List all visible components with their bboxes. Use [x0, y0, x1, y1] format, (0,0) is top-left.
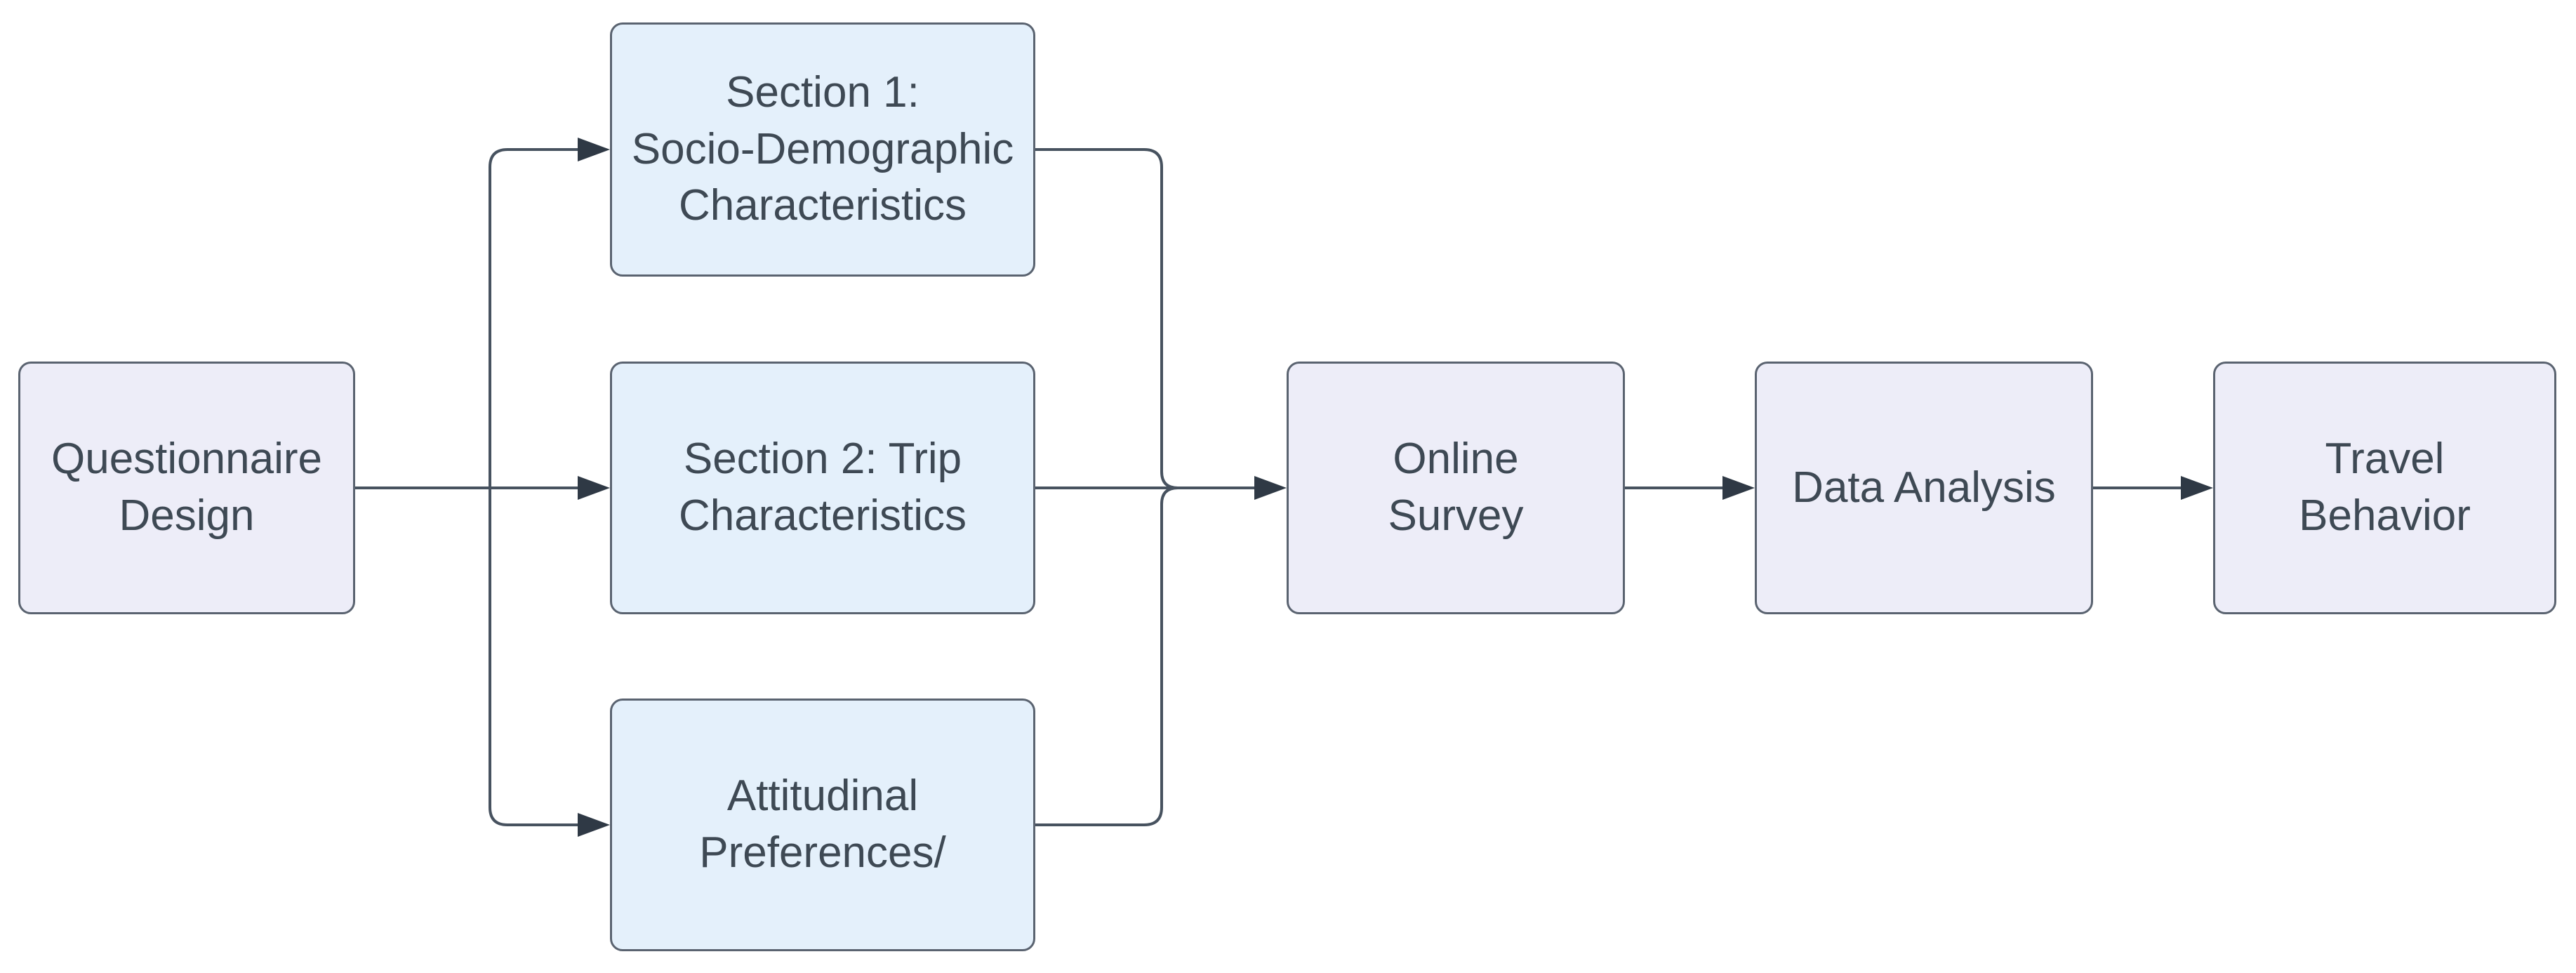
node-travel-behavior-label: Travel Behavior — [2299, 435, 2471, 540]
edge-section1-to-online-survey — [1035, 148, 1179, 489]
edge-questionnaire-to-section1 — [489, 148, 578, 488]
arrowhead-data-analysis — [1722, 476, 1755, 500]
node-attitudinal-label: Attitudinal Preferences/ — [699, 772, 946, 877]
arrowhead-attitudinal — [578, 813, 610, 837]
node-questionnaire-design-label: Questionnaire Design — [51, 435, 323, 540]
edge-questionnaire-to-attitudinal — [489, 488, 578, 826]
node-attitudinal-preferences: Attitudinal Preferences/ — [610, 699, 1035, 951]
node-data-analysis: Data Analysis — [1755, 362, 2093, 614]
node-online-survey-label: Online Survey — [1388, 435, 1524, 540]
node-section1-socio-demographic: Section 1: Socio-Demographic Characteris… — [610, 22, 1035, 277]
arrowhead-section1 — [578, 138, 610, 161]
node-section1-label: Section 1: Socio-Demographic Characteris… — [631, 68, 1014, 230]
node-data-analysis-label: Data Analysis — [1792, 463, 2056, 512]
arrowhead-travel-behavior — [2181, 476, 2213, 500]
arrowhead-online-survey — [1254, 476, 1287, 500]
node-section2-trip-characteristics: Section 2: Trip Characteristics — [610, 362, 1035, 614]
node-section2-label: Section 2: Trip Characteristics — [679, 435, 967, 540]
node-travel-behavior: Travel Behavior — [2213, 362, 2556, 614]
arrowhead-section2 — [578, 476, 610, 500]
node-questionnaire-design: Questionnaire Design — [18, 362, 355, 614]
node-online-survey: Online Survey — [1287, 362, 1625, 614]
edge-attitudinal-to-online-survey — [1035, 486, 1179, 826]
